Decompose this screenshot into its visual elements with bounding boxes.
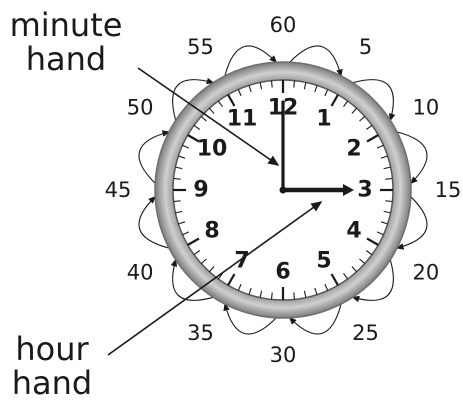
- hour-number-7: 7: [234, 249, 249, 274]
- minute-label-40: 40: [127, 261, 154, 285]
- minute-label-35: 35: [187, 321, 214, 345]
- minute-label-45: 45: [105, 178, 132, 202]
- hour-number-5: 5: [316, 249, 331, 274]
- hour-number-11: 11: [227, 107, 258, 132]
- minute-label-55: 55: [187, 35, 214, 59]
- minor-tick: [294, 81, 295, 88]
- minute-label-25: 25: [352, 321, 379, 345]
- center-pin: [280, 187, 287, 194]
- hour-number-3: 3: [357, 178, 372, 203]
- hour-number-2: 2: [346, 137, 361, 162]
- minor-tick: [272, 292, 273, 299]
- minor-tick: [272, 81, 273, 88]
- hour-number-6: 6: [275, 260, 290, 285]
- minute-label-10: 10: [413, 96, 440, 120]
- hour-number-4: 4: [346, 219, 361, 244]
- hour-number-8: 8: [204, 219, 219, 244]
- minute-label-60: 60: [270, 13, 297, 37]
- minute-label-20: 20: [413, 261, 440, 285]
- hour-number-9: 9: [193, 178, 208, 203]
- minute-label-15: 15: [435, 178, 462, 202]
- minute-label-5: 5: [359, 35, 372, 59]
- minute-label-30: 30: [270, 343, 297, 367]
- minor-tick: [385, 179, 392, 180]
- minor-tick: [174, 179, 181, 180]
- minor-tick: [294, 292, 295, 299]
- hour-number-10: 10: [197, 137, 228, 162]
- minor-tick: [385, 201, 392, 202]
- minor-tick: [174, 201, 181, 202]
- hour-number-1: 1: [316, 107, 331, 132]
- minute-label-50: 50: [127, 96, 154, 120]
